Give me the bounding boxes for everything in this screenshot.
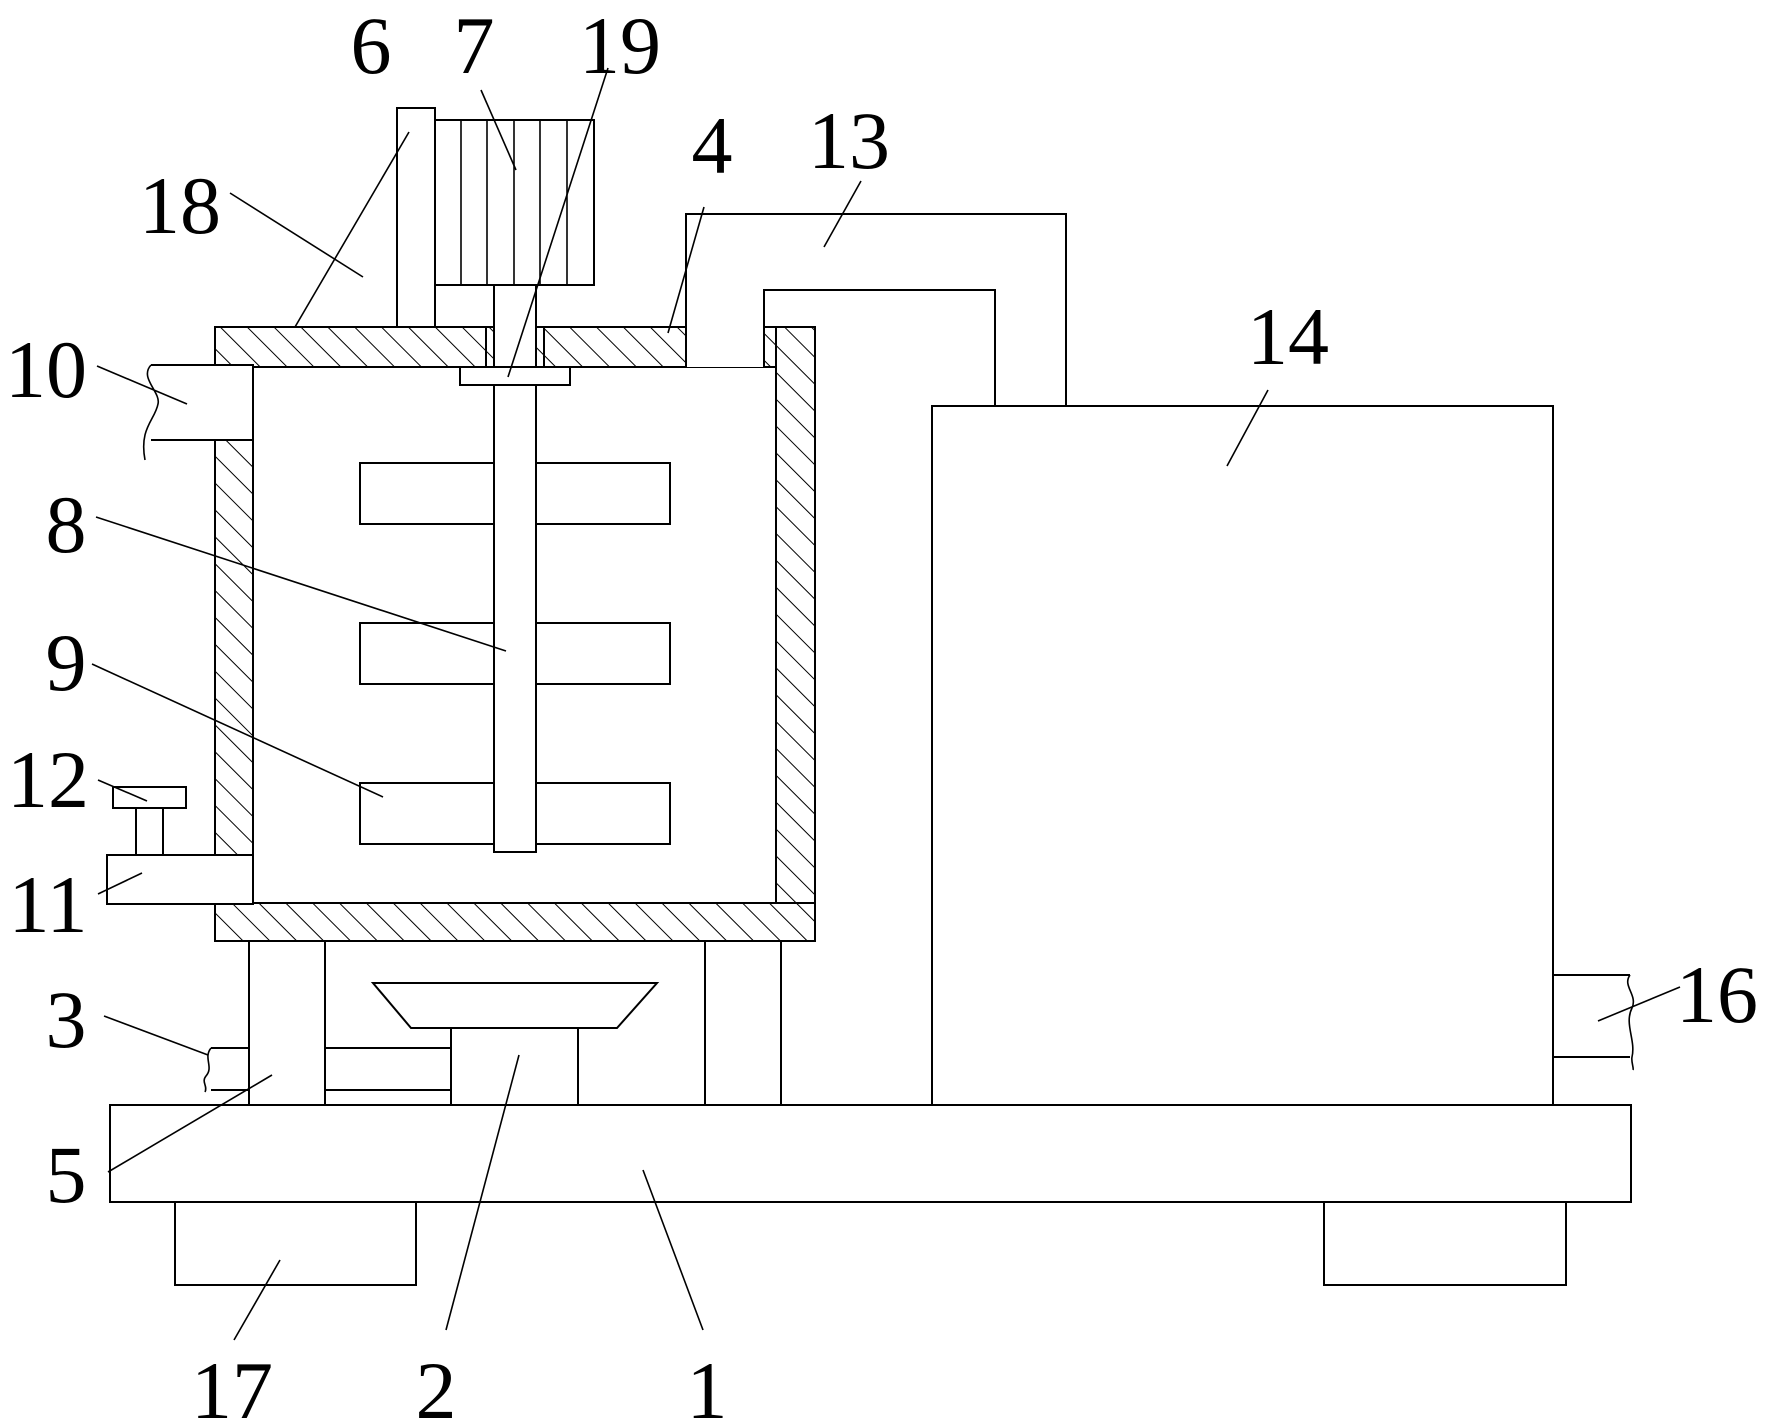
leader-18 [229,192,364,278]
label-13: 13 [808,95,890,186]
paddle-mid-right [535,622,671,685]
leader-16 [1597,986,1681,1022]
pipe-3-break [203,1047,212,1093]
label-19: 19 [579,0,661,91]
pipe-3 [211,1047,250,1091]
bearing-19 [459,366,571,386]
label-7: 7 [454,0,495,91]
leader-2 [445,1054,520,1331]
paddle-mid-left [359,622,495,685]
paddle-bottom-left [359,782,495,845]
leader-19 [507,67,609,378]
leader-12 [97,779,148,802]
label-5: 5 [46,1129,87,1220]
paddle-bottom-right [535,782,671,845]
label-2: 2 [416,1345,457,1423]
leader-8 [95,516,507,652]
label-9: 9 [46,617,87,708]
label-10: 10 [5,324,87,415]
label-3: 3 [46,974,87,1065]
leader-9 [91,663,384,798]
motor-bracket-6 [396,107,436,328]
label-11: 11 [9,859,88,950]
inlet-pipe-10-break [142,364,159,461]
foot-left [174,1201,417,1286]
leader-10 [96,365,188,405]
leader-6 [294,131,410,328]
outlet-pipe-16 [1553,974,1630,1058]
stirrer-shaft-8 [493,384,537,853]
label-1: 1 [687,1345,728,1423]
label-18: 18 [139,160,221,251]
tank-wall-right [775,326,816,942]
support-leg-right [704,940,782,1106]
leader-7 [480,89,517,171]
inlet-pipe-10 [151,364,254,441]
leader-11 [97,872,143,895]
leader-4 [667,206,705,334]
leader-1 [642,1169,704,1331]
reference-numerals: 1 2 3 4 5 6 7 8 9 10 11 12 13 14 16 17 1… [5,0,1758,1423]
label-8: 8 [46,479,87,570]
connector-pipe [324,1047,452,1091]
leader-13 [823,180,862,248]
valve-stem-12 [135,807,164,856]
outlet-pipe-11 [106,854,254,905]
container-14 [931,405,1554,1106]
heater-dish [370,982,660,1029]
tank-lid-right [543,326,687,368]
support-leg-left [248,940,326,1106]
leader-lines [91,67,1681,1341]
tank-lid-left [214,326,487,368]
label-12: 12 [7,734,89,825]
leader-14 [1226,389,1269,467]
tank-wall-left-upper [214,439,254,856]
outlet-pipe-16-break [1626,974,1635,1071]
leader-3 [103,1015,209,1056]
leader-17 [233,1259,281,1341]
label-4: 4 [692,100,733,191]
leader-5 [107,1074,273,1173]
heater-stand [450,1027,579,1106]
paddle-top-right [535,462,671,525]
tank-bottom [214,902,816,942]
label-16: 16 [1676,949,1758,1040]
valve-handle-12 [112,786,187,809]
label-17: 17 [191,1345,273,1423]
paddle-top-left [359,462,495,525]
foot-right [1323,1201,1567,1286]
label-6: 6 [351,0,392,91]
label-14: 14 [1247,291,1329,382]
base-plate [109,1104,1632,1203]
